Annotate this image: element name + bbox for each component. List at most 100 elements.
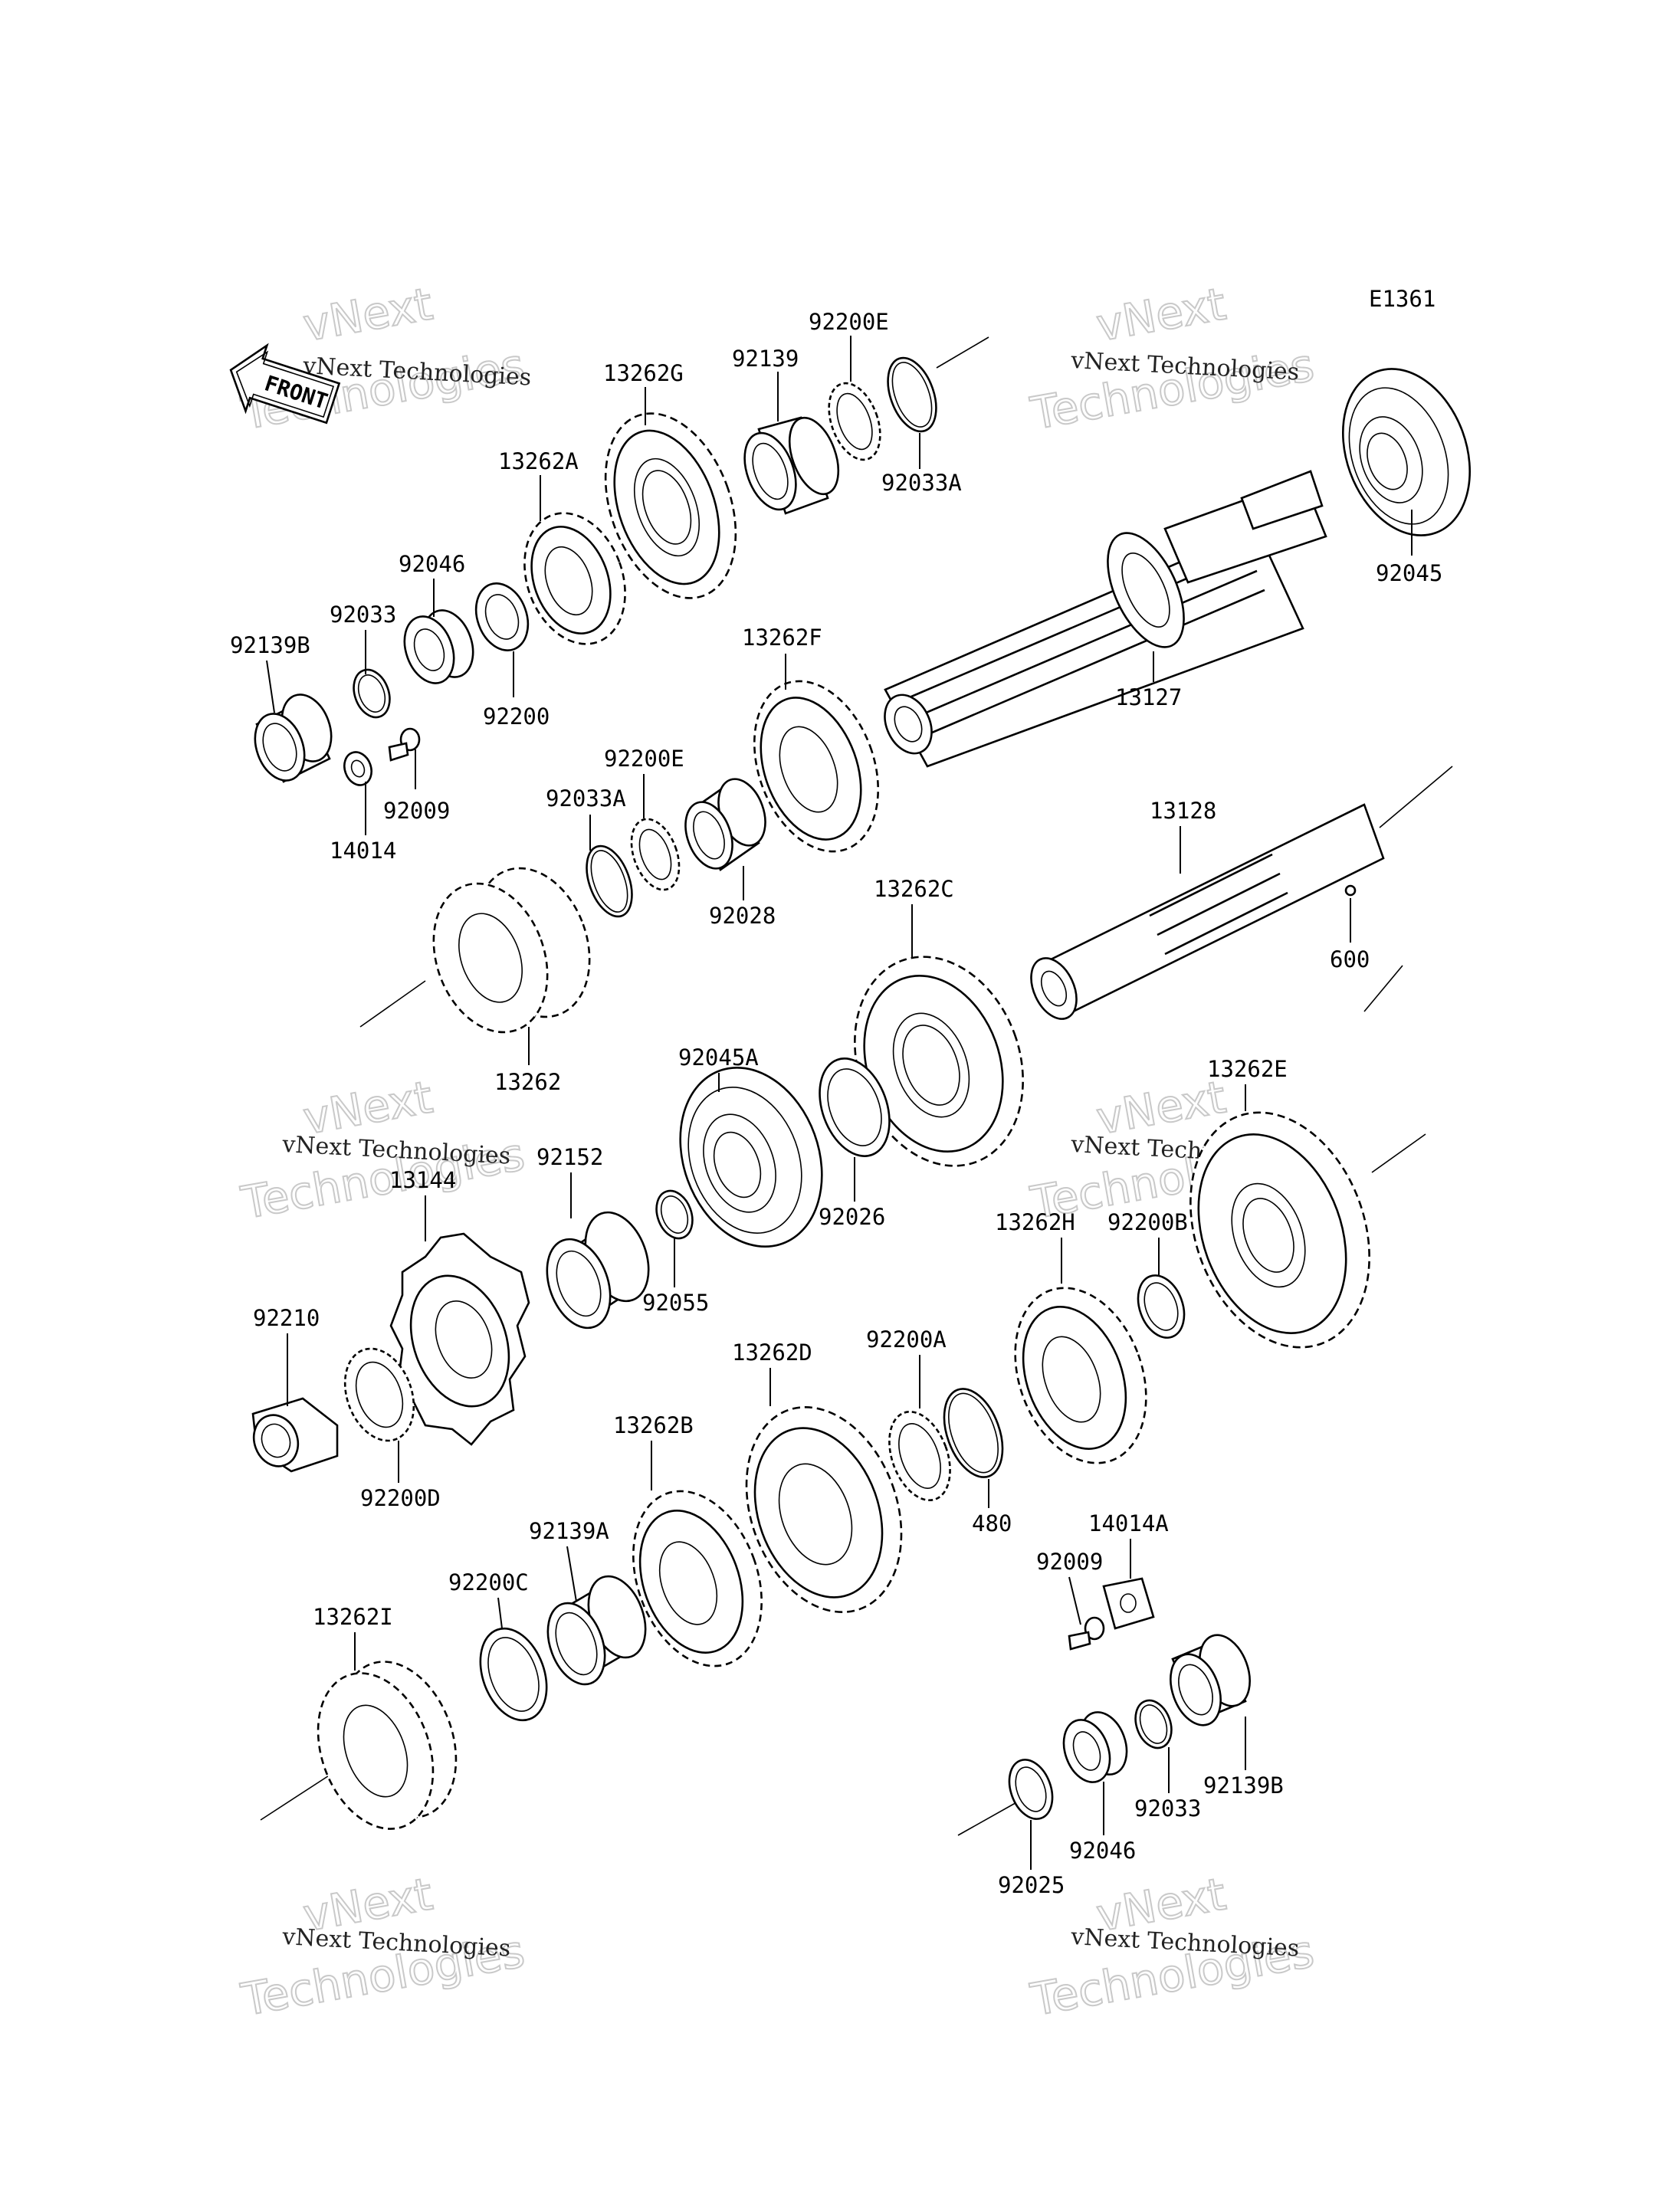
gear-13262H xyxy=(1014,1287,1147,1464)
circlip-92033A-mid xyxy=(586,844,633,918)
gear-13262I xyxy=(317,1661,458,1830)
diagram-id: E1361 xyxy=(1369,286,1436,312)
watermark-bottom-left: vNext Technologies vNext Technologies xyxy=(237,1867,530,2027)
label-480: 480 xyxy=(972,1510,1012,1536)
label-92045: 92045 xyxy=(1376,560,1442,586)
washer-92200B xyxy=(1137,1274,1186,1339)
label-92200E-mid: 92200E xyxy=(604,746,684,772)
svg-text:vNext: vNext xyxy=(300,277,437,351)
label-13262G: 13262G xyxy=(603,360,684,386)
label-13262E: 13262E xyxy=(1207,1056,1288,1082)
label-92139B-top: 92139B xyxy=(230,632,310,658)
shaft-13128 xyxy=(1030,803,1385,1020)
collar-92152 xyxy=(546,1211,650,1330)
svg-text:vNext: vNext xyxy=(1093,277,1230,351)
label-92210: 92210 xyxy=(253,1305,320,1331)
label-92009-top: 92009 xyxy=(383,798,450,824)
label-92025: 92025 xyxy=(998,1872,1065,1898)
bearing-92045 xyxy=(1341,368,1472,536)
label-13262B: 13262B xyxy=(613,1412,694,1438)
label-92200D: 92200D xyxy=(360,1485,441,1511)
bolt-92009-top xyxy=(388,727,421,762)
label-92033-top: 92033 xyxy=(330,602,396,628)
bearing-92139 xyxy=(743,416,840,515)
leader-lines xyxy=(266,336,1413,1870)
label-13262I: 13262I xyxy=(313,1604,393,1630)
washer-92025 xyxy=(1008,1759,1054,1820)
axis-lines xyxy=(260,336,1453,1836)
gear-13262D xyxy=(745,1406,903,1613)
washer-92200A xyxy=(888,1410,951,1502)
label-13262: 13262 xyxy=(494,1069,561,1095)
label-13127: 13127 xyxy=(1115,684,1182,710)
nut-92210 xyxy=(251,1397,339,1473)
label-92200A: 92200A xyxy=(866,1326,947,1353)
watermark-top-left: vNext Technologies vNext Technologies xyxy=(237,277,532,441)
needle-bearing-92046-bottom xyxy=(1062,1711,1128,1783)
label-14014: 14014 xyxy=(330,838,396,864)
label-92033-bottom: 92033 xyxy=(1134,1795,1201,1822)
sprocket-13144 xyxy=(389,1232,530,1446)
circlip-92033-bottom xyxy=(1134,1699,1173,1749)
bushing-92028 xyxy=(684,778,766,871)
label-92028: 92028 xyxy=(709,903,776,929)
bearing-92045A xyxy=(679,1066,823,1248)
label-13262F: 13262F xyxy=(742,625,822,651)
washer-92200E-top xyxy=(828,382,881,461)
gear-13262 xyxy=(432,867,591,1034)
label-92139: 92139 xyxy=(732,346,799,372)
pin-600 xyxy=(1344,884,1357,897)
label-92046-top: 92046 xyxy=(399,551,465,577)
circlip-480 xyxy=(943,1388,1004,1478)
label-92200B: 92200B xyxy=(1107,1209,1188,1235)
needle-bearing-92046-top xyxy=(403,609,474,684)
label-13262A: 13262A xyxy=(498,448,579,474)
label-92139A: 92139A xyxy=(529,1518,609,1544)
label-92200C: 92200C xyxy=(448,1569,529,1595)
label-92026: 92026 xyxy=(819,1204,885,1230)
part-labels: 92200E 92139 13262G 13262A 92046 92033 9… xyxy=(230,309,1442,1898)
washer-92200 xyxy=(474,582,530,651)
watermark-top-right: vNext Technologies vNext Technologies xyxy=(1026,277,1319,441)
washer-92200D xyxy=(343,1347,415,1442)
label-13262H: 13262H xyxy=(995,1209,1075,1235)
circlip-92033A-top xyxy=(887,356,937,433)
gear-13262B xyxy=(632,1490,763,1667)
label-92045A: 92045A xyxy=(678,1044,759,1071)
plate-14014 xyxy=(343,751,372,786)
gear-13262F xyxy=(753,680,880,853)
label-92139B-bottom: 92139B xyxy=(1203,1772,1284,1799)
washer-92026 xyxy=(819,1058,891,1157)
gear-13262G xyxy=(604,412,737,599)
watermark-bottom-right: vNext Technologies vNext Technologies xyxy=(1026,1867,1319,2027)
label-92009-bottom: 92009 xyxy=(1036,1549,1103,1575)
shaft-13127 xyxy=(884,470,1327,768)
washer-92200E-mid xyxy=(630,818,681,891)
watermark-mid-left: vNext Technologies vNext Technologies xyxy=(237,1070,530,1230)
label-13262C: 13262C xyxy=(874,876,954,902)
label-92033A-top: 92033A xyxy=(881,470,962,496)
bolt-92009-bottom xyxy=(1068,1616,1105,1651)
label-92200E-top: 92200E xyxy=(809,309,889,335)
label-92200: 92200 xyxy=(483,703,550,730)
label-13128: 13128 xyxy=(1150,798,1216,824)
bearing-92139B-top xyxy=(254,694,333,783)
bearing-92139B-bottom xyxy=(1170,1634,1251,1726)
washer-92200C xyxy=(479,1627,548,1722)
gear-13262A xyxy=(523,512,626,645)
gear-13262C xyxy=(854,956,1024,1167)
plate-14014A xyxy=(1102,1577,1155,1630)
label-92055: 92055 xyxy=(642,1290,709,1316)
bushing-92139A xyxy=(546,1575,647,1686)
oring-92055 xyxy=(655,1189,694,1240)
gear-13262E xyxy=(1189,1111,1370,1349)
label-92033A-mid: 92033A xyxy=(546,785,626,812)
label-13262D: 13262D xyxy=(732,1340,812,1366)
label-14014A: 14014A xyxy=(1088,1510,1169,1536)
label-600: 600 xyxy=(1330,946,1370,972)
label-92046-bottom: 92046 xyxy=(1069,1838,1136,1864)
label-13144: 13144 xyxy=(389,1167,456,1193)
label-92152: 92152 xyxy=(536,1144,603,1170)
circlip-92033-top xyxy=(353,668,391,719)
